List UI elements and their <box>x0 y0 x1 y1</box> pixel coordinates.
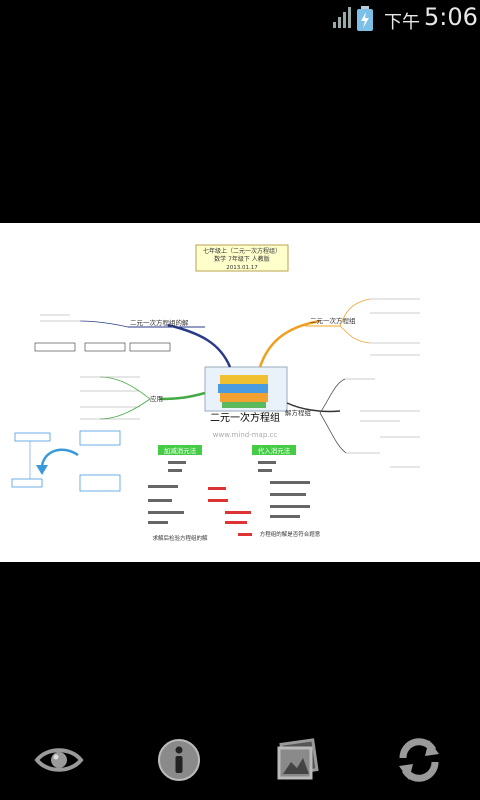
status-ampm: 下午 <box>384 12 420 33</box>
info-button[interactable] <box>149 730 209 790</box>
status-bar: 下午 5:06 <box>0 0 480 38</box>
refresh-icon <box>399 738 439 782</box>
center-books-image <box>204 366 288 412</box>
info-icon <box>158 739 200 781</box>
view-button[interactable] <box>29 730 89 790</box>
watermark: www.mind-map.cc <box>213 431 278 439</box>
header-note-2: 数学 7年级下 人教版 <box>214 255 270 263</box>
bottom-note-2: 方程组的解是否符合题意 <box>260 530 321 538</box>
green-box-right-label: 代入消元法 <box>258 446 291 455</box>
refresh-button[interactable] <box>389 730 449 790</box>
green-box-left <box>158 445 202 455</box>
battery-charging-icon <box>357 6 373 31</box>
branch-right-top: 二元一次方程组 <box>310 316 356 325</box>
bottom-toolbar <box>0 720 480 800</box>
branch-left-mid: 应用 <box>150 394 163 403</box>
green-box-right <box>252 445 296 455</box>
branch-left-top: 二元一次方程组的解 <box>130 318 189 327</box>
gallery-icon <box>277 738 319 780</box>
eye-icon <box>34 748 84 772</box>
image-viewer[interactable]: 七年级上（二元一次方程组） 数学 7年级下 人教版 2013.01.17 二元一… <box>0 223 480 562</box>
mindmap-image: 七年级上（二元一次方程组） 数学 7年级下 人教版 2013.01.17 二元一… <box>11 244 420 542</box>
header-note-box <box>195 244 289 272</box>
bottom-note-1: 求解后检验方程组的解 <box>152 534 208 542</box>
header-note-1: 七年级上（二元一次方程组） <box>203 247 281 255</box>
branch-right-mid: 解方程组 <box>285 408 312 417</box>
center-title: 二元一次方程组 <box>210 411 280 424</box>
status-clock: 5:06 <box>424 3 478 31</box>
gallery-button[interactable] <box>269 730 329 790</box>
header-note-3: 2013.01.17 <box>226 265 258 271</box>
green-box-left-label: 加减消元法 <box>164 446 197 455</box>
signal-icon <box>333 7 351 28</box>
